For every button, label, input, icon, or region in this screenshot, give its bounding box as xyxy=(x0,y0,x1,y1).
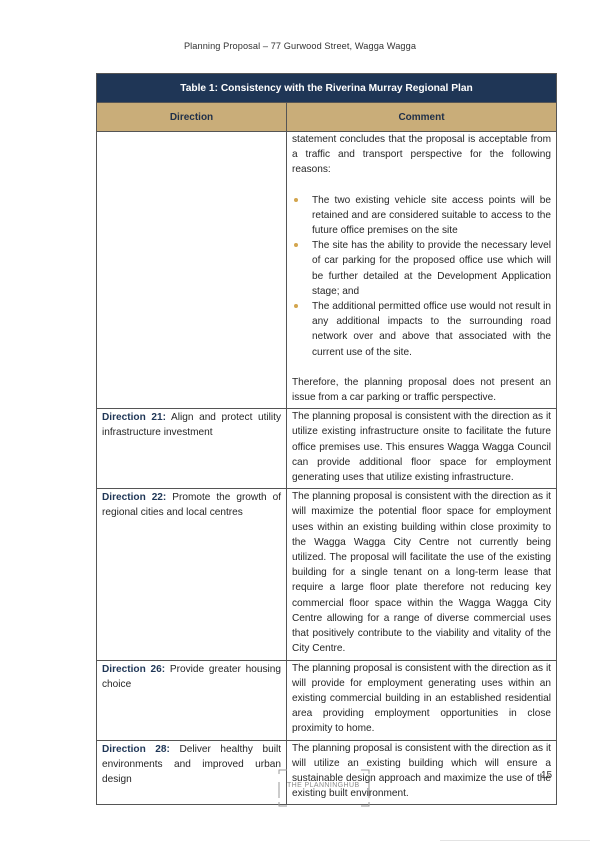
direction-label: Direction 22: xyxy=(102,492,167,504)
bullet-item: The additional permitted office use woul… xyxy=(292,299,551,360)
table-row-continuation: statement concludes that the proposal is… xyxy=(96,130,557,410)
bullet-icon xyxy=(294,197,298,202)
table-row-direction-28: Direction 28: Deliver healthy built envi… xyxy=(96,739,557,806)
logo-frame-icon xyxy=(278,769,370,807)
direction-cell: Direction 21: Align and protect utility … xyxy=(96,408,287,490)
comment-cell: statement concludes that the proposal is… xyxy=(286,130,557,410)
comment-conclusion: Therefore, the planning proposal does no… xyxy=(292,376,551,404)
page-number: 15 xyxy=(541,770,553,781)
table-row-direction-26: Direction 26: Provide greater housing ch… xyxy=(96,659,557,741)
table-title: Table 1: Consistency with the Riverina M… xyxy=(96,73,557,103)
direction-cell-empty xyxy=(96,130,287,410)
direction-label: Direction 26: xyxy=(102,663,166,675)
direction-cell: Direction 28: Deliver healthy built envi… xyxy=(96,739,287,806)
direction-title: Deliver healthy built environments and i… xyxy=(102,743,281,785)
bullet-list: The two existing vehicle site access poi… xyxy=(292,193,551,360)
table-row-direction-21: Direction 21: Align and protect utility … xyxy=(96,408,557,490)
table-row-direction-22: Direction 22: Promote the growth of regi… xyxy=(96,488,557,661)
bullet-icon xyxy=(294,243,298,248)
scan-artifact-line xyxy=(440,840,590,841)
column-header-direction: Direction xyxy=(96,102,287,132)
comment-cell: The planning proposal is consistent with… xyxy=(286,659,557,741)
planninghub-logo: THE PLANNINGHUB xyxy=(277,768,371,808)
bullet-icon xyxy=(294,304,298,309)
direction-cell: Direction 26: Provide greater housing ch… xyxy=(96,659,287,741)
comment-cell: The planning proposal is consistent with… xyxy=(286,488,557,661)
consistency-table: Table 1: Consistency with the Riverina M… xyxy=(96,73,557,806)
direction-title: Provide greater housing choice xyxy=(102,663,281,690)
table-title-row: Table 1: Consistency with the Riverina M… xyxy=(96,73,557,103)
comment-cell: The planning proposal is consistent with… xyxy=(286,739,557,806)
direction-title: Align and protect utility infrastructure… xyxy=(102,412,281,439)
direction-title: Promote the growth of regional cities an… xyxy=(102,492,281,519)
direction-label: Direction 28: xyxy=(102,743,170,755)
running-header: Planning Proposal – 77 Gurwood Street, W… xyxy=(183,41,417,51)
table-header-row: Direction Comment xyxy=(96,102,557,132)
column-header-comment: Comment xyxy=(286,102,557,132)
logo-text: THE PLANNINGHUB xyxy=(287,782,360,789)
direction-label: Direction 21: xyxy=(102,412,166,424)
direction-cell: Direction 22: Promote the growth of regi… xyxy=(96,488,287,661)
comment-intro: statement concludes that the proposal is… xyxy=(292,134,551,176)
bullet-item: The site has the ability to provide the … xyxy=(292,238,551,299)
comment-cell: The planning proposal is consistent with… xyxy=(286,408,557,490)
bullet-item: The two existing vehicle site access poi… xyxy=(292,193,551,239)
